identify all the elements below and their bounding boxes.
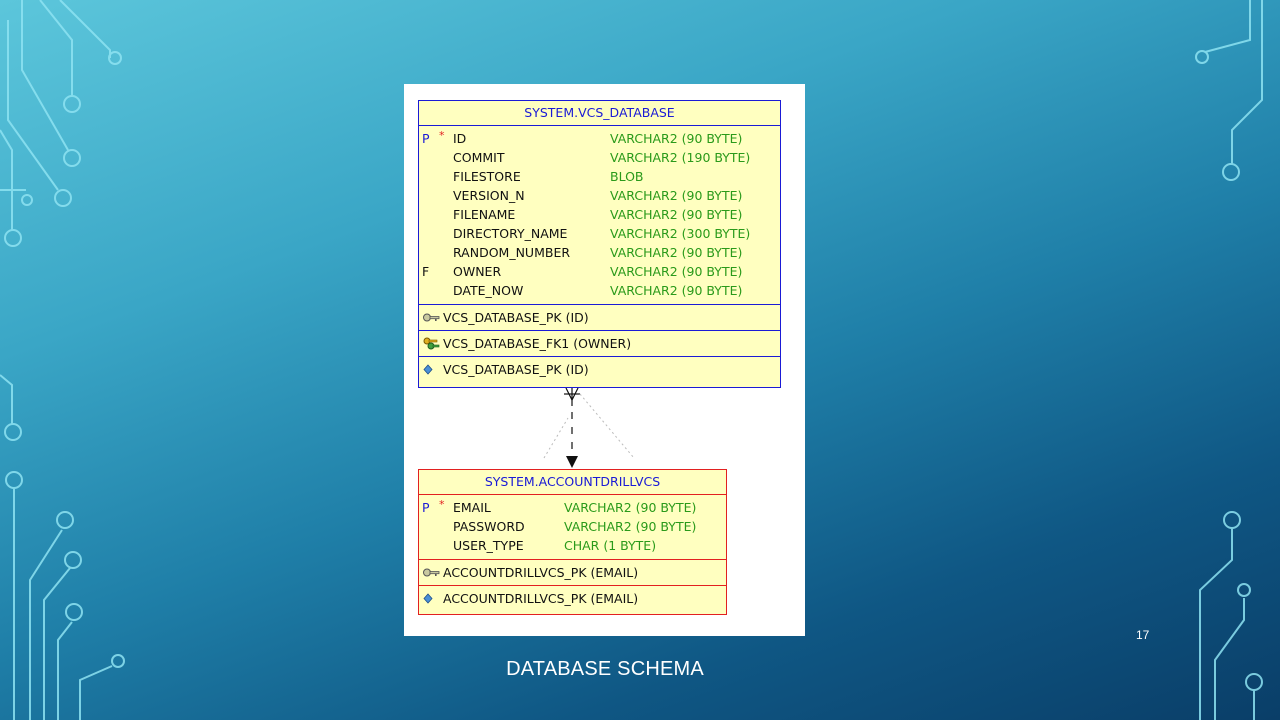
column-name: DATE_NOW (453, 283, 524, 298)
column-name: USER_TYPE (453, 538, 524, 553)
required-marker: * (439, 498, 445, 511)
column-row: COMMIT VARCHAR2 (190 BYTE) (419, 148, 780, 167)
column-row: FILENAME VARCHAR2 (90 BYTE) (419, 205, 780, 224)
column-row: RANDOM_NUMBER VARCHAR2 (90 BYTE) (419, 243, 780, 262)
column-type: VARCHAR2 (300 BYTE) (610, 226, 751, 241)
vcs-database-entity[interactable]: SYSTEM.VCS_DATABASE P * ID VARCHAR2 (90 … (418, 100, 781, 388)
key-icon (423, 568, 440, 577)
index-row: VCS_DATABASE_PK (ID) (419, 357, 780, 382)
er-diagram-panel: SYSTEM.VCS_DATABASE P * ID VARCHAR2 (90 … (404, 84, 805, 636)
key-icon (423, 313, 440, 322)
relationship-connector (543, 387, 635, 468)
entity-title: SYSTEM.VCS_DATABASE (419, 101, 780, 126)
primary-key-label: ACCOUNTDRILLVCS_PK (EMAIL) (443, 565, 639, 580)
column-name: VERSION_N (453, 188, 525, 203)
slide-title: DATABASE SCHEMA (506, 658, 704, 680)
column-list: P * EMAIL VARCHAR2 (90 BYTE) PASSWORD VA… (419, 495, 726, 560)
required-marker: * (439, 129, 445, 142)
pk-flag: P (422, 500, 430, 515)
column-name: EMAIL (453, 500, 491, 515)
column-type: VARCHAR2 (90 BYTE) (610, 207, 743, 222)
index-diamond-icon (423, 593, 433, 604)
foreign-key-icon (423, 337, 440, 350)
foreign-key-label: VCS_DATABASE_FK1 (OWNER) (443, 336, 632, 351)
column-type: VARCHAR2 (90 BYTE) (610, 188, 743, 203)
index-label: ACCOUNTDRILLVCS_PK (EMAIL) (443, 591, 639, 606)
column-type: VARCHAR2 (90 BYTE) (564, 519, 697, 534)
column-type: VARCHAR2 (90 BYTE) (610, 283, 743, 298)
column-row: USER_TYPE CHAR (1 BYTE) (419, 536, 726, 555)
column-name: COMMIT (453, 150, 505, 165)
index-label: VCS_DATABASE_PK (ID) (443, 362, 589, 377)
index-row: ACCOUNTDRILLVCS_PK (EMAIL) (419, 586, 726, 611)
accountdrillvcs-entity[interactable]: SYSTEM.ACCOUNTDRILLVCS P * EMAIL VARCHAR… (418, 469, 727, 615)
column-type: VARCHAR2 (90 BYTE) (610, 264, 743, 279)
column-name: OWNER (453, 264, 502, 279)
column-type: BLOB (610, 169, 644, 184)
column-type: VARCHAR2 (90 BYTE) (610, 245, 743, 260)
column-name: RANDOM_NUMBER (453, 245, 571, 260)
column-row: F OWNER VARCHAR2 (90 BYTE) (419, 262, 780, 281)
primary-key-row: ACCOUNTDRILLVCS_PK (EMAIL) (419, 560, 726, 586)
column-row: P * EMAIL VARCHAR2 (90 BYTE) (419, 498, 726, 517)
column-type: VARCHAR2 (90 BYTE) (610, 131, 743, 146)
foreign-key-row: VCS_DATABASE_FK1 (OWNER) (419, 331, 780, 357)
column-row: DIRECTORY_NAME VARCHAR2 (300 BYTE) (419, 224, 780, 243)
column-row: P * ID VARCHAR2 (90 BYTE) (419, 129, 780, 148)
entity-title: SYSTEM.ACCOUNTDRILLVCS (419, 470, 726, 495)
column-name: DIRECTORY_NAME (453, 226, 568, 241)
column-type: CHAR (1 BYTE) (564, 538, 657, 553)
column-name: PASSWORD (453, 519, 525, 534)
column-row: FILESTORE BLOB (419, 167, 780, 186)
column-name: ID (453, 131, 467, 146)
column-row: PASSWORD VARCHAR2 (90 BYTE) (419, 517, 726, 536)
column-type: VARCHAR2 (190 BYTE) (610, 150, 751, 165)
slide-page-number: 17 (1136, 628, 1150, 642)
column-row: VERSION_N VARCHAR2 (90 BYTE) (419, 186, 780, 205)
primary-key-row: VCS_DATABASE_PK (ID) (419, 305, 780, 331)
index-diamond-icon (423, 364, 433, 375)
column-name: FILENAME (453, 207, 516, 222)
column-row: DATE_NOW VARCHAR2 (90 BYTE) (419, 281, 780, 300)
column-type: VARCHAR2 (90 BYTE) (564, 500, 697, 515)
column-name: FILESTORE (453, 169, 521, 184)
primary-key-label: VCS_DATABASE_PK (ID) (443, 310, 589, 325)
fk-flag: F (422, 264, 430, 279)
column-list: P * ID VARCHAR2 (90 BYTE) COMMIT VARCHAR… (419, 126, 780, 305)
pk-flag: P (422, 131, 430, 146)
